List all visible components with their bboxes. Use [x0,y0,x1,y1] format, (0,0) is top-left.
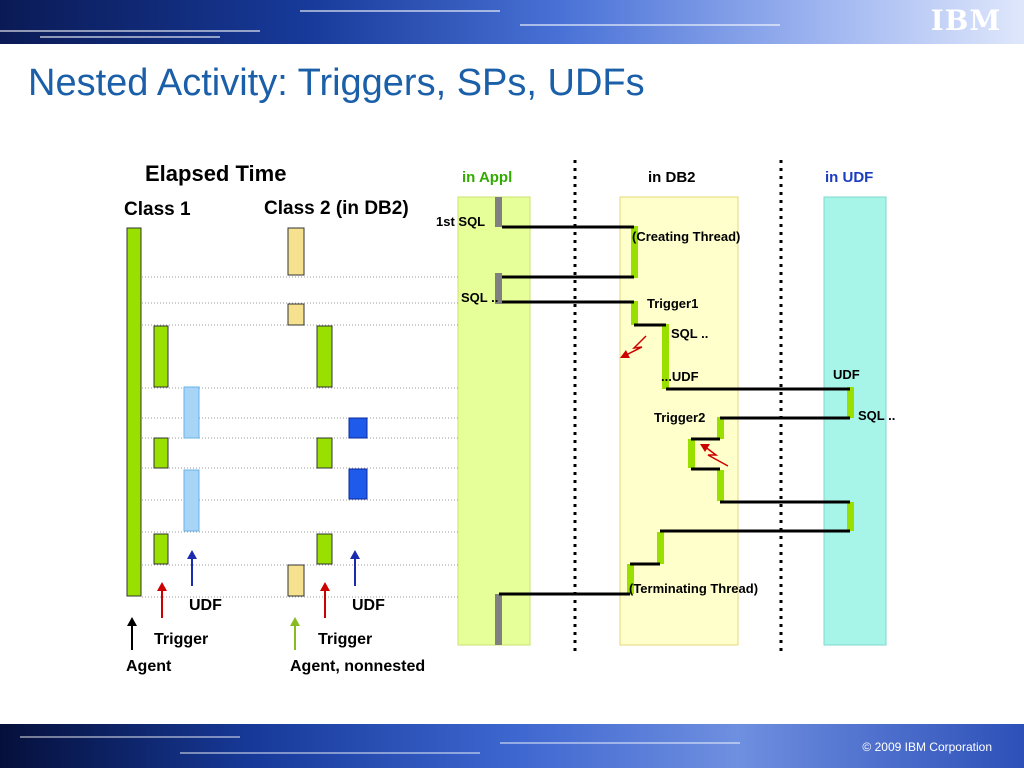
db2-segments [627,226,724,594]
appl-segment [495,273,502,304]
in-db2-label: in DB2 [648,169,696,186]
class1-agent-bar [126,227,142,597]
trigger1-sql-label: SQL .. [671,326,708,341]
class2-trigger-bar [316,325,333,388]
class2-agent-bar [287,564,305,597]
class2-label: Class 2 (in DB2) [264,198,409,219]
terminating-thread-label: (Terminating Thread) [629,581,758,596]
copyright-text: © 2009 IBM Corporation [862,740,992,754]
class1-label: Class 1 [124,199,191,220]
first-sql-label: 1st SQL [436,214,485,229]
legend-class1-trigger: Trigger [154,631,208,648]
appl-segment [495,594,502,645]
class1-udf-bar [183,386,200,439]
udf-region [823,196,887,646]
class2-udf-bar [348,417,368,439]
trigger2-label: Trigger2 [654,410,705,425]
trigger-lightning-icon [703,445,729,467]
udf-segment [847,387,854,418]
trigger-lightning-icon [619,335,647,359]
header-band: IBM [0,0,1024,44]
class2-udf-bar [348,468,368,500]
legend-class1-agent: Agent [126,658,172,675]
trigger-arrowhead-icon [700,444,710,452]
class2-agent-bar [287,227,305,276]
creating-thread-label: (Creating Thread) [632,229,740,244]
class1-udf-bar [183,469,200,532]
udf-call-label: ...UDF [661,369,699,384]
footer-band [0,724,1024,768]
appl-segment [495,197,502,227]
legend-class1-udf: UDF [189,597,222,614]
udf-segment [847,502,854,531]
elapsed-time-label: Elapsed Time [145,161,286,186]
sql-label: SQL .. [461,290,498,305]
class1-trigger-bar [153,325,169,388]
class1-trigger-bar [153,533,169,565]
legend-class2-agent: Agent, nonnested [290,658,425,675]
legend-class2-udf: UDF [352,597,385,614]
udf-label: UDF [833,367,860,382]
udf-sql-label: SQL .. [858,408,895,423]
in-appl-label: in Appl [462,169,512,186]
in-udf-label: in UDF [825,169,873,186]
trigger1-label: Trigger1 [647,296,698,311]
class2-trigger-bar [316,437,333,469]
page-title: Nested Activity: Triggers, SPs, UDFs [28,62,645,104]
ibm-logo: IBM [930,4,1002,37]
class2-trigger-bar [316,533,333,565]
legend-class2-trigger: Trigger [318,631,372,648]
class2-agent-bar [287,303,305,326]
flow-lines [499,225,850,596]
appl-region [457,196,531,646]
legend-arrows [127,550,360,650]
class1-trigger-bar [153,437,169,469]
